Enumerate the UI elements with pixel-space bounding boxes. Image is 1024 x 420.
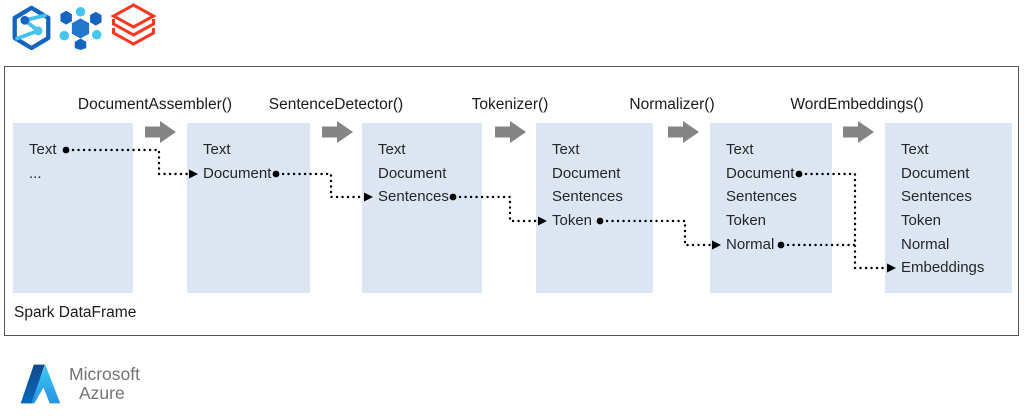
column-row: Text <box>29 141 57 158</box>
column-row: Embeddings <box>901 259 985 277</box>
frame-label: Spark DataFrame <box>14 304 137 321</box>
stage-label-word-embeddings: WordEmbeddings() <box>790 96 924 113</box>
stage-arrow-icon <box>322 121 353 143</box>
column-after-normalizer: Text Document Sentences Token Normal <box>710 123 832 293</box>
column-after-sentence-detector: Text Document Sentences <box>362 123 482 293</box>
stage-label-sentence-detector: SentenceDetector() <box>268 96 404 113</box>
column-after-document-assembler: Text Document <box>187 123 310 293</box>
column-row: Sentences <box>552 188 623 206</box>
column-row: Text <box>378 141 406 158</box>
column-after-tokenizer: Text Document Sentences Token <box>536 123 653 293</box>
column-row: ... <box>29 164 42 182</box>
column-row: Document <box>726 164 795 182</box>
column-row: Document <box>203 164 272 182</box>
stage-arrow-icon <box>668 121 699 143</box>
column-after-word-embeddings: Text Document Sentences Token Normal Emb… <box>885 123 1012 293</box>
azure-logo-icon <box>20 364 61 404</box>
stage-arrow-icon <box>145 121 176 143</box>
column-row: Text <box>203 141 231 158</box>
brand-azure: Azure <box>79 383 125 403</box>
column-row: Token <box>901 212 942 230</box>
databricks-logo-icon <box>110 3 157 46</box>
column-row: Normal <box>726 235 775 253</box>
stage-arrow-icon <box>495 121 526 143</box>
column-row: Normal <box>901 235 950 253</box>
column-input-dataframe: Text ... <box>13 123 133 293</box>
column-row: Document <box>378 164 447 182</box>
column-row: Token <box>726 212 767 230</box>
brand-microsoft: Microsoft <box>69 364 140 384</box>
stage-label-document-assembler: DocumentAssembler() <box>77 96 233 113</box>
column-row: Sentences <box>378 188 449 206</box>
spark-nlp-logo-icon <box>12 5 51 50</box>
stage-label-normalizer: Normalizer() <box>629 96 715 113</box>
column-row: Document <box>901 164 970 182</box>
column-row: Sentences <box>726 188 797 206</box>
microsoft-azure-lockup: Microsoft Azure <box>18 362 140 406</box>
column-row: Text <box>901 141 929 158</box>
column-row: Document <box>552 164 621 182</box>
stage-label-tokenizer: Tokenizer() <box>471 96 549 113</box>
column-row: Sentences <box>901 188 972 206</box>
stage-arrow-icon <box>843 121 874 143</box>
column-row: Text <box>552 141 580 158</box>
nlp-molecule-logo-icon <box>59 6 102 50</box>
column-row: Text <box>726 141 754 158</box>
column-row: Token <box>552 212 593 230</box>
